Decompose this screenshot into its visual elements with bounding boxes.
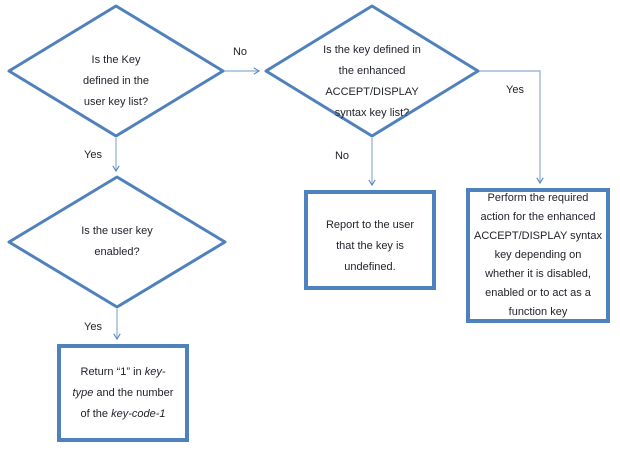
box-report: [304, 190, 436, 290]
diamond-user-key: [7, 4, 225, 138]
diamond-enhanced: [264, 4, 480, 138]
edge-enhanced-yes-to-perform: [479, 70, 544, 185]
box-perform: [466, 188, 610, 323]
box-return: [57, 344, 189, 442]
diamond-enabled: [7, 175, 227, 309]
